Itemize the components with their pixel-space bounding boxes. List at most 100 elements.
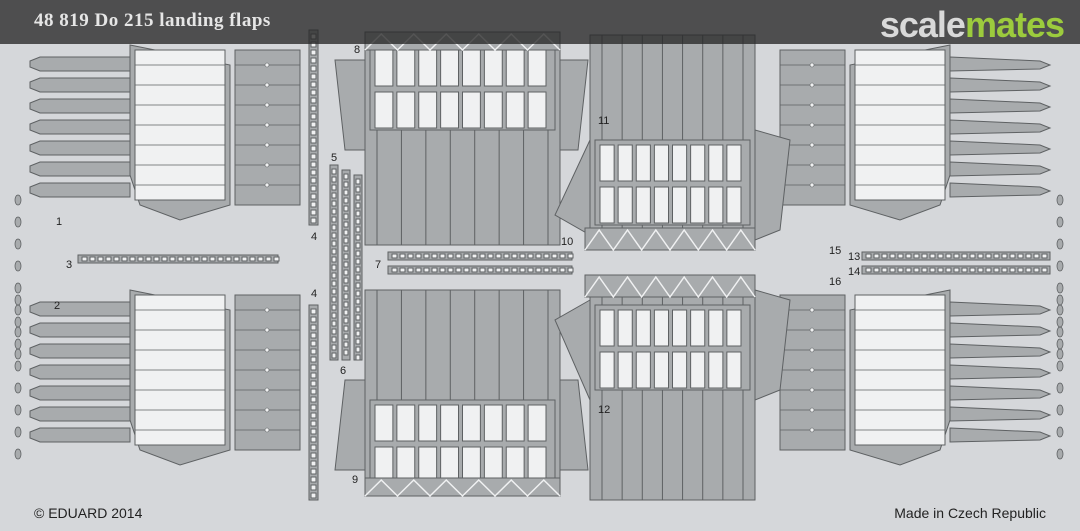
strip-part-3-slot [185,256,192,262]
strip-part-7-slot [399,267,406,273]
strip-part-3-slot [169,256,176,262]
part-number-3: 3 [66,259,73,271]
attachment-tab [1056,304,1064,316]
flap-part-16-rivet [809,367,815,373]
center-flap-part-8-window [505,49,525,87]
vstrip-part-4a-slot [310,137,317,144]
vstrip-part-4a-slot [310,57,317,64]
scalemates-watermark: scalemates [879,4,1065,46]
strip-part-3-slot [217,256,224,262]
vstrip-part-5b-slot [343,213,349,220]
part-number-6: 6 [340,365,347,377]
flap-part-15-finger [949,161,1052,177]
vstrip-part-4a-slot [310,81,317,88]
center-flap-part-12-window [653,351,669,389]
part-number-4a: 4 [311,231,318,243]
attachment-tab [1056,326,1064,338]
flap-part-2-finger [29,364,131,380]
strip-part-3-slot [209,256,216,262]
vstrip-part-6-slot [355,250,361,257]
vstrip-part-4b-slot [310,340,317,347]
vstrip-part-5a-slot [331,352,337,359]
vstrip-part-6-slot [355,346,361,353]
flap-part-16-finger [949,301,1052,317]
center-flap-part-11-window [599,144,615,182]
vstrip-part-4b-slot [310,444,317,451]
attachment-tab [1056,348,1064,360]
center-flap-part-8-window [462,91,481,129]
strip-part-13-slot [937,253,944,259]
strip-part-3-slot [257,256,264,262]
title-bar: 48 819 Do 215 landing flaps scalemates [0,0,1080,46]
strip-part-10-slot [423,253,430,259]
vstrip-part-4b-slot [310,348,317,355]
strip-part-7-slot [391,267,398,273]
center-flap-part-11-window [653,144,669,182]
watermark-part-a: scale [879,4,966,45]
center-flap-part-11-window [599,186,615,224]
flap-part-1-rivet [264,142,270,148]
center-flap-part-8-window [483,49,503,87]
strip-part-10-slot [511,253,518,259]
strip-part-14-slot [1041,267,1048,273]
strip-part-14-slot [897,267,904,273]
flap-part-1-finger [29,182,131,198]
side-bracket-11b [754,129,791,241]
flap-part-2-rivet [264,427,270,433]
strip-part-13-slot [953,253,960,259]
vstrip-part-4a-slot [310,73,317,80]
vstrip-part-4b-slot [310,396,317,403]
flap-part-1-rivet [264,182,270,188]
flap-part-15-finger [949,182,1052,198]
strip-part-3-slot [161,256,168,262]
strip-part-10-slot [431,253,438,259]
vstrip-part-5b-slot [343,317,349,324]
strip-part-14-slot [969,267,976,273]
vstrip-part-5b-slot [343,293,349,300]
flap-part-16-finger [949,385,1052,401]
part-number-14: 14 [848,266,861,278]
strip-part-10-slot [567,253,574,259]
flap-part-1-finger [29,56,131,72]
flap-part-16-rivet [809,347,815,353]
center-flap-part-11-window [726,144,742,182]
attachment-tab [1056,382,1064,394]
center-flap-part-11-window [635,186,651,224]
flap-part-15-rivet [809,102,815,108]
strip-part-10-slot [463,253,470,259]
strip-part-14-slot [873,267,880,273]
strip-part-3-slot [265,256,272,262]
strip-part-13-slot [897,253,904,259]
vstrip-part-5a-slot [331,280,337,287]
side-bracket-9b [559,379,589,471]
flap-part-1-hinge-strip [234,49,301,206]
flap-part-2-finger [29,322,131,338]
center-flap-part-8-window [418,91,438,129]
attachment-tab [14,194,22,206]
vstrip-part-5a-slot [331,304,337,311]
vstrip-part-6-slot [355,226,361,233]
attachment-tab [1056,426,1064,438]
center-flap-part-9-window [462,404,481,442]
strip-part-13-slot [1009,253,1016,259]
part-number-12: 12 [598,404,611,416]
attachment-tab [14,282,22,294]
strip-part-14-slot [953,267,960,273]
strip-part-7-slot [415,267,422,273]
vstrip-part-5b-slot [343,253,349,260]
flap-part-2-rivet [264,327,270,333]
vstrip-part-5b-slot [343,173,349,180]
strip-part-3-slot [121,256,128,262]
strip-part-7-slot [503,267,510,273]
truss-part-8-zigzag [364,32,561,52]
truss-part-12-zigzag [584,275,756,299]
center-flap-part-8-window [483,91,503,129]
strip-part-14-slot [1009,267,1016,273]
attachment-tab [14,382,22,394]
strip-part-14-slot [1025,267,1032,273]
strip-part-14-slot [985,267,992,273]
flap-part-1-finger [29,161,131,177]
strip-part-10-slot [495,253,502,259]
strip-part-14-slot [945,267,952,273]
vstrip-part-5a-slot [331,184,337,191]
